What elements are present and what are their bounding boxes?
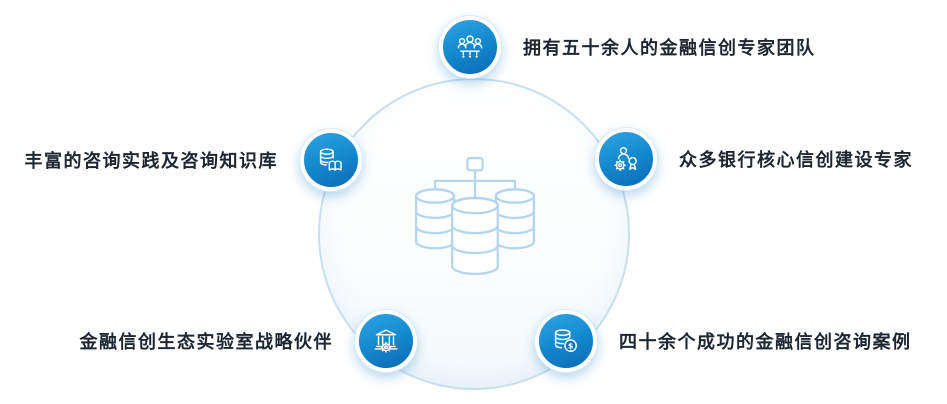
node-label-success-cases: 四十余个成功的金融信创咨询案例 bbox=[619, 332, 912, 353]
team-icon bbox=[439, 16, 501, 78]
node-knowledge-base: 丰富的咨询实践及咨询知识库 bbox=[24, 129, 362, 191]
coins-dollar-icon: $ bbox=[535, 310, 597, 372]
database-cluster-icon bbox=[399, 152, 551, 322]
node-success-cases: $ 四十余个成功的金融信创咨询案例 bbox=[535, 310, 912, 372]
node-expert-team: 拥有五十余人的金融信创专家团队 bbox=[439, 16, 816, 78]
node-label-knowledge-base: 丰富的咨询实践及咨询知识库 bbox=[24, 151, 278, 172]
node-core-experts: 众多银行核心信创建设专家 bbox=[595, 128, 913, 190]
bank-gear-icon bbox=[355, 310, 417, 372]
database-book-icon bbox=[300, 129, 362, 191]
node-label-lab-partner: 金融信创生态实验室战略伙伴 bbox=[79, 332, 333, 353]
engineer-medal-icon bbox=[595, 128, 657, 190]
node-label-core-experts: 众多银行核心信创建设专家 bbox=[679, 150, 913, 171]
node-lab-partner: 金融信创生态实验室战略伙伴 bbox=[79, 310, 417, 372]
svg-text:$: $ bbox=[568, 342, 574, 351]
node-label-expert-team: 拥有五十余人的金融信创专家团队 bbox=[523, 38, 816, 59]
